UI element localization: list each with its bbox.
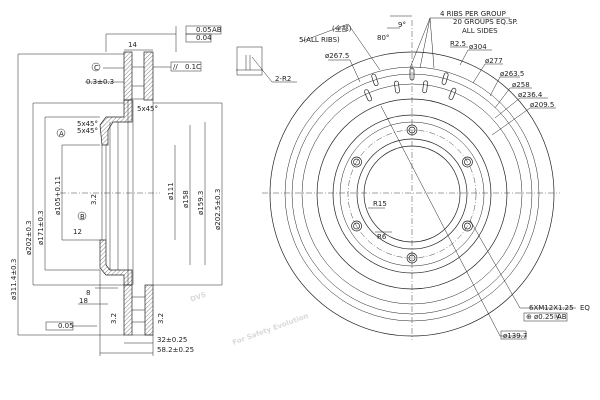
inner-plate-top [123,51,133,101]
datum-c: C [94,64,99,72]
dia-202-5: ø202.5±0.3 [214,189,222,230]
ribs [364,67,457,102]
detail-rib: 2-R2 [236,46,297,83]
ribs-note-3: ALL SIDES [462,27,498,35]
dia-236-4: ø236.4 [518,91,543,99]
ribs-note-1: 4 RIBS PER GROUP [440,10,506,18]
roughness-12: 12 [73,228,82,236]
position-frame: ⊕ ø0.25Ⓜ AB [523,312,568,322]
roughness-3-2-right: 3.2 [157,313,165,324]
bolt-hole [351,156,362,168]
thickness-dim: 32±0.25 [157,336,187,344]
chamfer-1: 5x45° [77,120,98,128]
rib [409,67,415,81]
radius-r6: R6 [377,233,387,241]
dia-209-5: ø209.5 [530,101,554,109]
dia-158: ø158 [182,190,190,208]
bolt-hole [353,158,360,166]
rib [448,87,457,100]
rib [364,89,373,102]
dia-bore: ø105+0.11 [54,176,62,215]
dim-width-14: 14 [128,41,137,49]
dia-171: ø171±0.3 [37,210,45,245]
dim-18: 18 [79,297,88,305]
flatness-bottom-value: 0.05 [58,322,74,330]
all-ribs-note: 5(ALL RIBS) [299,36,340,44]
pcd-dim: ø139.7 [503,332,527,340]
runout-frame: 0.05 AB 0.04 [185,25,222,43]
roughness-3-2-left: 3.2 [110,313,118,324]
chamfer-3: 5x45° [137,105,158,113]
eq-note: EQ [580,304,590,312]
bolt-hole [464,222,471,230]
outer-plate-top [143,51,154,101]
radius-r15: R15 [373,200,387,208]
radius-note: 2-R2 [275,75,291,83]
bolt-hole [462,156,473,168]
runout-value: 0.05 [196,26,212,34]
dia-267-5: ø267.5 [325,52,349,60]
inner-plate-bottom [123,284,133,336]
parallel-value: 0.1 [185,63,196,71]
dia-202: ø202±0.3 [25,220,33,255]
svg-text:⊕: ⊕ [526,313,532,321]
parallel-datum: C [196,63,201,71]
bolt-holes [351,124,473,264]
dim-8: 8 [86,289,90,297]
dia-304: ø304 [469,43,487,51]
watermark-tagline: For Safety Evolution [231,312,309,347]
watermark-logo: DVS [189,291,207,304]
flatness-frame-bottom: 0.05 [45,321,74,331]
radius-r2-5: R2.5 [450,40,466,48]
all-ribs-cn: (全部) [332,24,352,33]
position-tolerance: ø0.25Ⓜ [534,313,561,321]
bolt-hole [353,222,360,230]
height-dim: 58.2±0.25 [157,346,194,354]
angle-80: 80° [377,34,389,42]
bolt-hole [406,124,418,136]
parallel-frame: // 0.1 C [153,61,202,72]
ribs-note-2: 20 GROUPS EQ.SP. [453,18,518,26]
dia-258: ø258 [512,81,530,89]
rib [441,72,449,85]
dia-outer: ø311.4±0.3 [10,259,18,300]
rib [371,73,379,87]
center-bore [363,145,461,243]
rib [394,80,400,94]
dia-277: ø277 [485,57,503,65]
watermark: DVS For Safety Evolution [189,291,309,347]
datum-a: A [59,130,64,138]
offset-dim: 0.3±0.3 [86,78,114,86]
runout-datum: AB [212,26,222,34]
flatness-value: 0.04 [196,34,212,42]
dia-111: ø111 [167,182,175,200]
dia-159: ø159.3 [197,191,205,215]
position-datum: AB [557,313,567,321]
bolt-hole [464,158,471,166]
outer-edge [269,51,555,337]
svg-text://: // [173,63,178,71]
hat-bottom [99,239,133,286]
bolt-hole [408,254,416,262]
roughness-3-2: 3.2 [90,194,98,205]
datum-b: B [80,213,85,221]
bolt-hole [462,220,473,232]
hat-top [99,99,133,146]
bolt-note: 6XM12X1.25 [529,304,574,312]
bolt-hole [408,126,416,134]
bolt-hole [406,252,418,264]
rib [422,80,428,94]
dia-263-5: ø263.5 [500,70,524,78]
bolt-circle [347,129,477,259]
section-view: 14 0.05 AB 0.04 // 0.1 C C A B 0.3±0.3 5… [10,25,297,356]
front-view: (全部) 5(ALL RIBS) 80° 9° 4 RIBS PER GROUP… [262,10,590,340]
bolt-hole [351,220,362,232]
chamfer-2: 5x45° [77,127,98,135]
outer-plate-bottom [144,284,154,336]
angle-9: 9° [398,21,406,29]
